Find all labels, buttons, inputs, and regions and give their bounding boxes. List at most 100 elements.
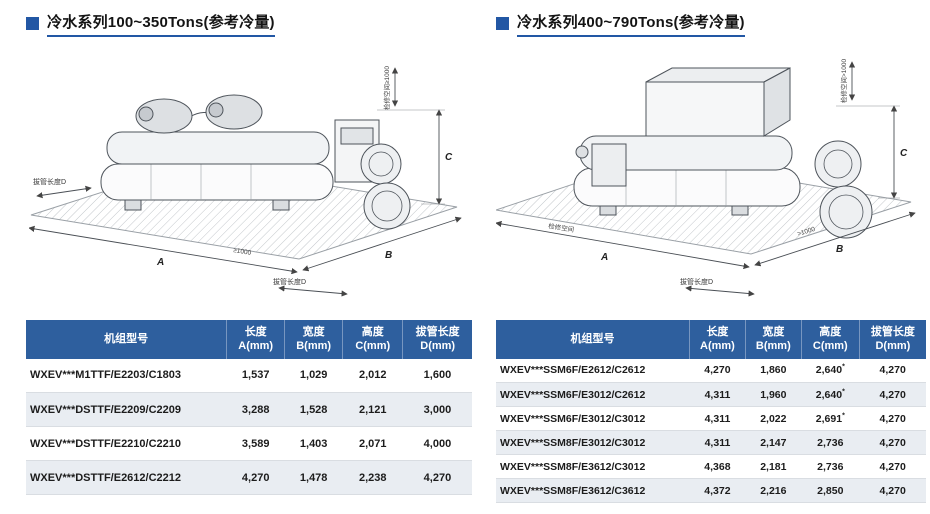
service-space-label: 检修空间≥1000 — [382, 66, 391, 110]
cell-width-b: 1,029 — [284, 358, 343, 394]
cell-length-a: 3,288 — [226, 392, 285, 428]
section-title: 冷水系列400~790Tons(参考冷量) — [517, 14, 745, 37]
col-header-height-c: 高度 C(mm) — [342, 320, 403, 359]
col-header-length-a: 长度 A(mm) — [689, 320, 746, 359]
cell-width-b: 1,478 — [284, 460, 343, 496]
pull-length-label-bottom: 拔管长度D — [273, 277, 306, 286]
clearance-label: ≥1000 — [233, 247, 252, 257]
cell-length-a: 4,372 — [689, 478, 746, 504]
table-row: WXEV***DSTTF/E2612/C2212 4,270 1,478 2,2… — [26, 460, 472, 496]
cell-length-a: 4,311 — [689, 406, 746, 432]
cell-model: WXEV***DSTTF/E2612/C2212 — [26, 460, 227, 496]
table-row: WXEV***SSM8F/E3612/C3612 4,372 2,216 2,8… — [496, 478, 926, 504]
cell-width-b: 2,022 — [745, 406, 802, 432]
dim-label-a: A — [600, 252, 608, 263]
height-note: * — [842, 363, 845, 371]
cell-length-a: 4,311 — [689, 382, 746, 408]
cell-model: WXEV***SSM8F/E3612/C3612 — [496, 478, 690, 504]
cell-pull-d: 4,270 — [402, 460, 472, 496]
dimension-lines — [29, 67, 462, 297]
chiller-unit-drawing — [100, 94, 411, 230]
height-note: * — [842, 388, 845, 396]
cell-pull-d: 4,270 — [859, 382, 926, 408]
cell-width-b: 1,860 — [745, 358, 802, 384]
cell-length-a: 4,270 — [226, 460, 285, 496]
section-large-series: 冷水系列400~790Tons(参考冷量) — [496, 14, 926, 504]
col-header-pull-d: 拔管长度 D(mm) — [858, 320, 926, 359]
cell-model: WXEV***DSTTF/E2209/C2209 — [26, 392, 227, 428]
cell-length-a: 4,311 — [689, 430, 746, 456]
cell-pull-d: 4,000 — [402, 426, 472, 462]
cell-pull-d: 4,270 — [859, 430, 926, 456]
cell-height-c: 2,640* — [801, 382, 860, 408]
cell-model: WXEV***SSM8F/E3612/C3012 — [496, 454, 690, 480]
cell-height-c: 2,012 — [342, 358, 403, 394]
table-row: WXEV***DSTTF/E2210/C2210 3,589 1,403 2,0… — [26, 426, 472, 462]
dim-label-a: A — [156, 257, 164, 268]
service-space-label: 检修空间>1000 — [839, 58, 848, 103]
cell-pull-d: 4,270 — [859, 478, 926, 504]
cell-height-c: 2,736 — [801, 454, 860, 480]
section-title-row: 冷水系列100~350Tons(参考冷量) — [26, 14, 472, 40]
cell-height-c: 2,238 — [342, 460, 403, 496]
cell-model: WXEV***SSM6F/E2612/C2612 — [496, 358, 690, 384]
cell-pull-d: 1,600 — [402, 358, 472, 394]
table-row: WXEV***M1TTF/E2203/C1803 1,537 1,029 2,0… — [26, 358, 472, 394]
title-bullet-icon — [496, 17, 509, 30]
cell-pull-d: 3,000 — [402, 392, 472, 428]
dim-label-b: B — [385, 250, 392, 261]
col-header-model: 机组型号 — [26, 320, 227, 359]
spec-table-small-series: 机组型号 长度 A(mm) 宽度 B(mm) 高度 C(mm) 拔管长度 D(m… — [26, 320, 472, 496]
table-header-row: 机组型号 长度 A(mm) 宽度 B(mm) 高度 C(mm) 拔管长度 D(m… — [26, 320, 472, 359]
cell-pull-d: 4,270 — [859, 358, 926, 384]
cell-width-b: 2,181 — [745, 454, 802, 480]
cell-length-a: 3,589 — [226, 426, 285, 462]
col-header-model: 机组型号 — [496, 320, 690, 359]
dim-label-c: C — [445, 152, 453, 163]
cell-length-a: 1,537 — [226, 358, 285, 394]
cell-model: WXEV***SSM8F/E3012/C3012 — [496, 430, 690, 456]
pull-length-label-bottom: 拔管长度D — [680, 277, 713, 286]
section-title-row: 冷水系列400~790Tons(参考冷量) — [496, 14, 926, 40]
pull-length-label-side: 拔管长度D — [33, 177, 66, 186]
cell-width-b: 2,216 — [745, 478, 802, 504]
table-row: WXEV***SSM6F/E3012/C2612 4,311 1,960 2,6… — [496, 382, 926, 408]
chiller-diagram-large-series: A B C 拔管长度D >1000 检修空间>1000 检修空间 — [496, 58, 916, 297]
chiller-diagram-small-series: A B C 拔管长度D 拔管长度D ≥1000 检修空间≥1000 — [29, 66, 462, 297]
col-header-width-b: 宽度 B(mm) — [284, 320, 343, 359]
cell-pull-d: 4,270 — [859, 454, 926, 480]
dim-label-b: B — [836, 244, 843, 255]
col-header-pull-d: 拔管长度 D(mm) — [402, 320, 472, 359]
cell-height-c: 2,850 — [801, 478, 860, 504]
table-header-row: 机组型号 长度 A(mm) 宽度 B(mm) 高度 C(mm) 拔管长度 D(m… — [496, 320, 926, 359]
spec-table-large-series: 机组型号 长度 A(mm) 宽度 B(mm) 高度 C(mm) 拔管长度 D(m… — [496, 320, 926, 504]
cell-height-c: 2,640* — [801, 358, 860, 384]
col-header-height-c: 高度 C(mm) — [800, 320, 860, 359]
col-header-length-a: 长度 A(mm) — [226, 320, 285, 359]
cell-height-c: 2,691* — [801, 406, 860, 432]
section-title: 冷水系列100~350Tons(参考冷量) — [47, 14, 275, 37]
cell-width-b: 1,403 — [284, 426, 343, 462]
cell-height-c: 2,736 — [801, 430, 860, 456]
cell-model: WXEV***SSM6F/E3012/C3012 — [496, 406, 690, 432]
table-row: WXEV***DSTTF/E2209/C2209 3,288 1,528 2,1… — [26, 392, 472, 428]
col-header-width-b: 宽度 B(mm) — [744, 320, 802, 359]
table-row: WXEV***SSM8F/E3012/C3012 4,311 2,147 2,7… — [496, 430, 926, 456]
cell-model: WXEV***SSM6F/E3012/C2612 — [496, 382, 690, 408]
table-row: WXEV***SSM6F/E3012/C3012 4,311 2,022 2,6… — [496, 406, 926, 432]
table-row: WXEV***SSM6F/E2612/C2612 4,270 1,860 2,6… — [496, 358, 926, 384]
cell-height-c: 2,071 — [342, 426, 403, 462]
table-row: WXEV***SSM8F/E3612/C3012 4,368 2,181 2,7… — [496, 454, 926, 480]
cell-height-c: 2,121 — [342, 392, 403, 428]
cell-width-b: 1,528 — [284, 392, 343, 428]
cell-pull-d: 4,270 — [859, 406, 926, 432]
height-note: * — [842, 412, 845, 420]
cell-width-b: 2,147 — [745, 430, 802, 456]
cell-model: WXEV***DSTTF/E2210/C2210 — [26, 426, 227, 462]
dim-label-c: C — [900, 148, 908, 159]
section-small-series: 冷水系列100~350Tons(参考冷量) — [26, 14, 472, 496]
cell-length-a: 4,270 — [689, 358, 746, 384]
dimension-lines — [496, 61, 916, 297]
cell-model: WXEV***M1TTF/E2203/C1803 — [26, 358, 227, 394]
cell-width-b: 1,960 — [745, 382, 802, 408]
